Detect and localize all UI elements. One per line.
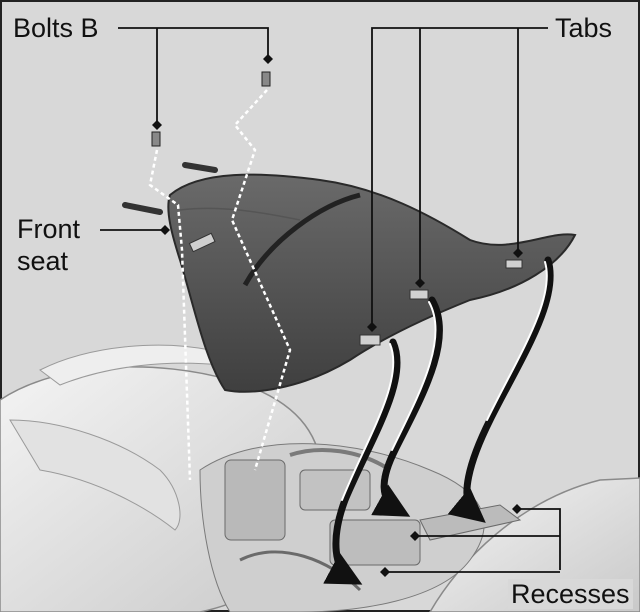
leader-markers — [152, 54, 523, 577]
label-bolts-b: Bolts B — [10, 13, 102, 43]
motorcycle-body — [0, 344, 640, 612]
bolt-graphics — [122, 71, 271, 215]
label-recesses: Recesses — [508, 579, 633, 609]
label-tabs: Tabs — [552, 13, 616, 43]
leader-lines — [100, 27, 561, 573]
label-front-seat-line1: Front — [14, 214, 84, 244]
bolt-install-paths — [148, 89, 292, 481]
install-arrows-highlight — [341, 261, 548, 501]
install-arrows — [323, 256, 554, 585]
label-front-seat-line2: seat — [14, 246, 72, 276]
